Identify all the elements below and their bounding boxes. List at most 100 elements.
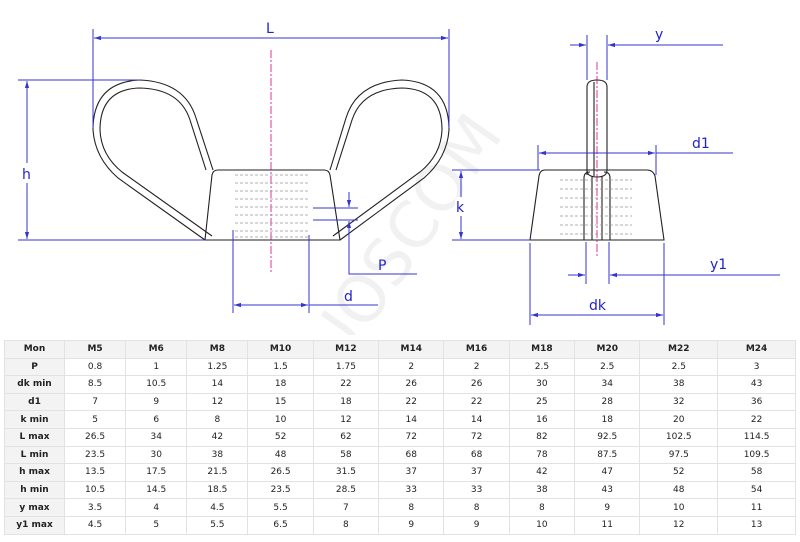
table-cell: 18: [574, 410, 641, 429]
table-cell: 78: [508, 445, 576, 465]
table-cell: 22: [378, 392, 445, 412]
table-cell: 62: [312, 427, 380, 447]
table-cell: 92.5: [574, 427, 641, 447]
table-cell: 3: [717, 357, 796, 377]
table-cell: 23.5: [247, 480, 314, 500]
label-k: k: [456, 200, 465, 216]
nut-body: [204, 169, 341, 241]
table-cell: 10.5: [63, 480, 127, 500]
label-dk: dk: [589, 298, 607, 314]
table-cell: 102.5: [639, 427, 719, 447]
table-cell: 68: [443, 445, 510, 465]
table-cell: 21.5: [186, 463, 249, 482]
wing-stem: [586, 79, 608, 178]
table-cell: 22: [717, 410, 796, 429]
label-d: d: [344, 289, 353, 305]
table-cell: 17.5: [125, 463, 188, 482]
table-cell: 2: [378, 357, 445, 377]
row-header: L min: [4, 445, 65, 465]
table-cell: 14: [186, 375, 249, 394]
table-cell: 38: [186, 445, 249, 465]
table-cell: 15: [247, 392, 314, 412]
table-cell: 16: [508, 410, 576, 429]
table-cell: 9: [574, 498, 641, 517]
column-header: M16: [443, 340, 510, 359]
table-cell: 25: [508, 392, 576, 412]
table-cell: 14: [378, 410, 445, 429]
table-cell: 22: [443, 392, 510, 412]
table-cell: 58: [312, 445, 380, 465]
front-view: L h P d: [18, 21, 450, 313]
row-header: h min: [4, 480, 65, 500]
table-cell: 23.5: [63, 445, 127, 465]
table-cell: 42: [186, 427, 249, 447]
table-cell: 28: [574, 392, 641, 412]
table-cell: 43: [574, 480, 641, 500]
row-header: P: [4, 357, 65, 377]
table-cell: 4.5: [63, 515, 127, 535]
label-P: P: [378, 258, 386, 274]
row-header: y1 max: [4, 515, 65, 535]
table-cell: 1.75: [312, 357, 380, 377]
table-cell: 47: [574, 463, 641, 482]
table-cell: 8: [312, 515, 380, 535]
table-cell: 18.5: [186, 480, 249, 500]
table-cell: 0.8: [63, 357, 127, 377]
table-cell: 18: [312, 392, 380, 412]
table-cell: 87.5: [574, 445, 641, 465]
table-cell: 68: [378, 445, 445, 465]
row-header: k min: [4, 410, 65, 429]
column-header: M20: [574, 340, 641, 359]
table-cell: 5: [125, 515, 188, 535]
table-cell: 10: [508, 515, 576, 535]
table-cell: 26: [443, 375, 510, 394]
table-cell: 12: [639, 515, 719, 535]
table-cell: 8.5: [63, 375, 127, 394]
table-cell: 8: [186, 410, 249, 429]
table-cell: 37: [378, 463, 445, 482]
column-header: M10: [247, 340, 314, 359]
table-cell: 6: [125, 410, 188, 429]
label-d1: d1: [692, 136, 710, 152]
table-cell: 10: [639, 498, 719, 517]
thread-hatch: [235, 174, 308, 238]
side-view: y d1 k y1 dk: [452, 27, 780, 325]
table-cell: 26: [378, 375, 445, 394]
table-cell: 5.5: [186, 515, 249, 535]
table-cell: 72: [378, 427, 445, 447]
table-cell: 36: [717, 392, 796, 412]
row-header: d1: [4, 392, 65, 412]
table-cell: 4: [125, 498, 188, 517]
table-cell: 72: [443, 427, 510, 447]
row-header: h max: [4, 463, 65, 482]
table-cell: 7: [312, 498, 380, 517]
label-h: h: [22, 167, 31, 183]
row-header: y max: [4, 498, 65, 517]
column-header: M6: [125, 340, 188, 359]
table-cell: 10.5: [125, 375, 188, 394]
table-cell: 9: [125, 392, 188, 412]
table-cell: 30: [125, 445, 188, 465]
table-cell: 38: [639, 375, 719, 394]
table-cell: 48: [247, 445, 314, 465]
side-body: [529, 169, 665, 241]
table-cell: 33: [378, 480, 445, 500]
table-cell: 8: [508, 498, 576, 517]
row-header: dk min: [4, 375, 65, 394]
table-cell: 2.5: [574, 357, 641, 377]
column-header: M8: [186, 340, 249, 359]
table-cell: 54: [717, 480, 796, 500]
table-cell: 14.5: [125, 480, 188, 500]
column-header: M14: [378, 340, 445, 359]
label-y1: y1: [710, 257, 727, 273]
table-cell: 2: [443, 357, 510, 377]
table-cell: 20: [639, 410, 719, 429]
watermark: LUOSCOM: [273, 102, 518, 335]
table-cell: 14: [443, 410, 510, 429]
